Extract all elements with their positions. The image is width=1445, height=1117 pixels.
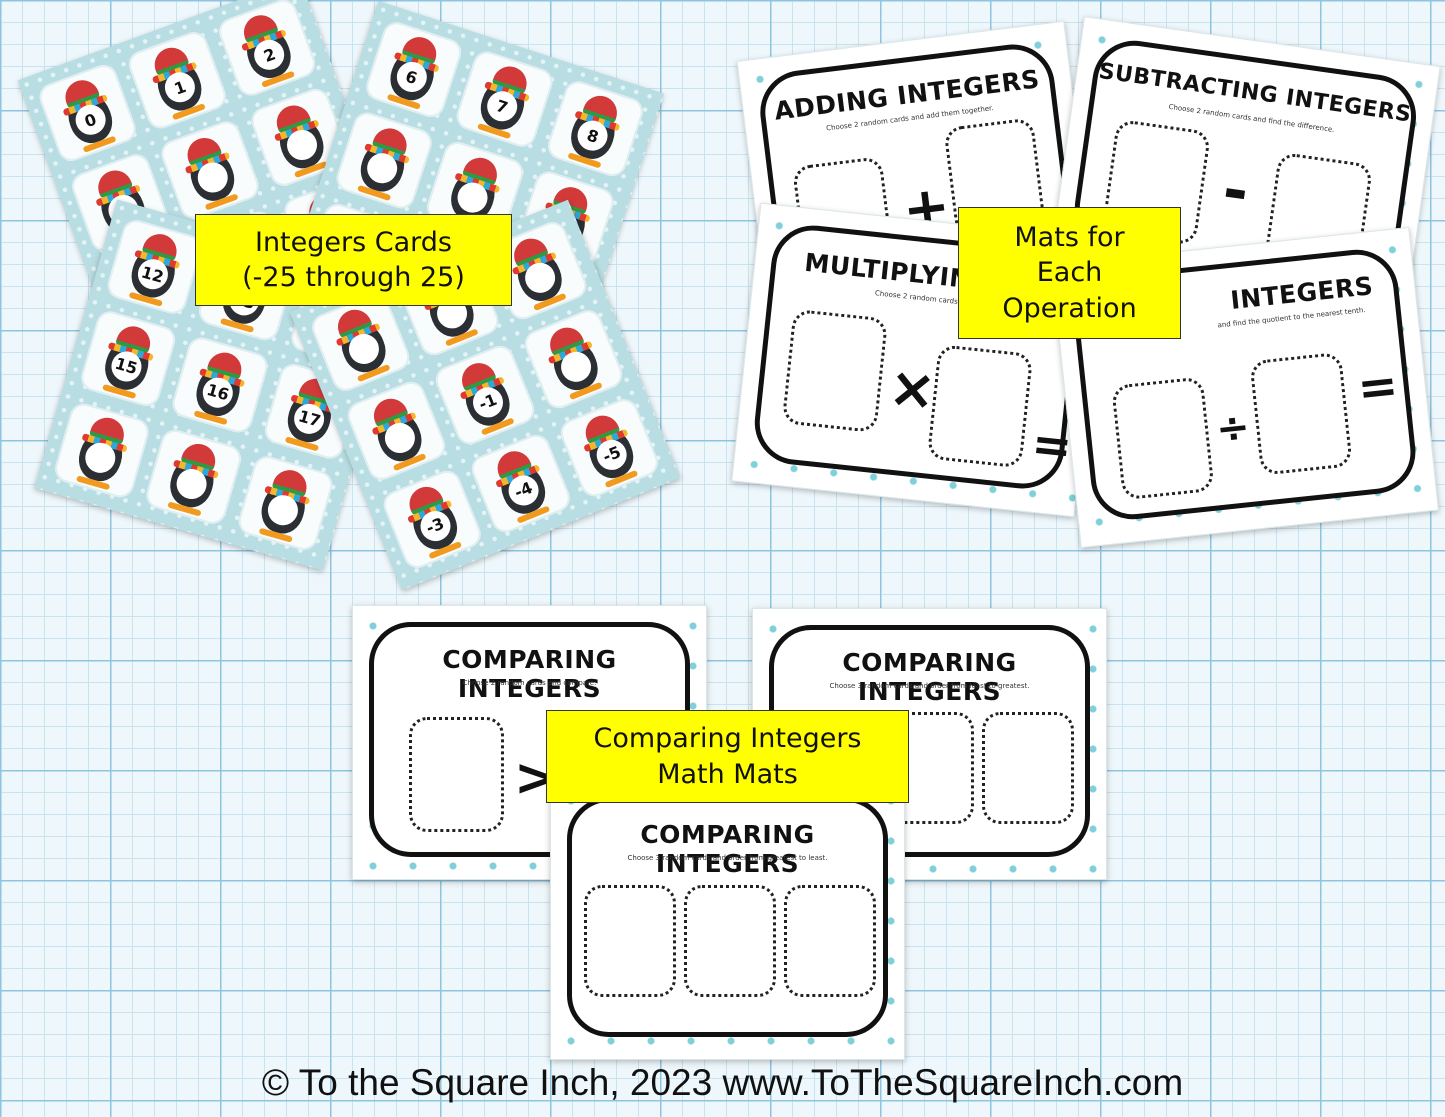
penguin-icon	[534, 317, 614, 404]
mats-label-line-2: Each	[1036, 257, 1103, 289]
integer-card	[51, 400, 153, 501]
cards-label: Integers Cards (-25 through 25)	[195, 214, 512, 306]
penguin-icon: 15	[90, 319, 165, 402]
penguin-icon: -4	[481, 442, 561, 529]
penguin-icon	[321, 301, 401, 388]
copyright-footer: © To the Square Inch, 2023 www.ToTheSqua…	[261, 1062, 1184, 1103]
card-slot	[409, 717, 504, 832]
integer-card: -4	[467, 430, 574, 537]
mats-label: Mats for Each Operation	[958, 207, 1181, 339]
penguin-icon: 1	[139, 39, 217, 125]
cards-label-line-2: (-25 through 25)	[242, 262, 465, 293]
integer-card: 16	[169, 334, 271, 436]
integer-card: 15	[78, 308, 179, 410]
card-slot	[684, 885, 776, 997]
integer-card	[235, 452, 336, 554]
card-slot	[1249, 351, 1353, 476]
penguin-icon	[345, 120, 422, 204]
integer-card: 6	[362, 18, 466, 122]
comparing-label-line-2: Math Mats	[657, 758, 798, 790]
minus-sign: -	[1218, 154, 1253, 228]
comparing-label-line-1: Comparing Integers	[593, 723, 862, 755]
penguin-icon: -1	[446, 353, 526, 440]
penguin-icon: 7	[466, 59, 543, 143]
integer-card: 0	[35, 60, 140, 166]
penguin-icon	[357, 389, 437, 476]
comparing-label: Comparing Integers Math Mats	[546, 710, 909, 803]
cards-label-line-1: Integers Cards	[254, 226, 452, 258]
integer-card: -3	[379, 466, 486, 573]
card-slot	[781, 308, 889, 434]
penguin-icon	[171, 129, 249, 215]
integer-card: 12	[104, 216, 205, 318]
mats-label-line-1: Mats for	[1014, 222, 1125, 254]
mat-frame: COMPARING INTEGERS Choose 3 random cards…	[567, 797, 888, 1037]
penguin-icon: 0	[49, 72, 127, 158]
integer-card: 1	[125, 28, 230, 133]
mat-title: COMPARING INTEGERS	[640, 820, 815, 878]
penguin-icon: 16	[182, 345, 257, 428]
penguin-icon	[247, 463, 322, 546]
penguin-icon: 12	[117, 227, 192, 310]
integer-card	[343, 377, 450, 484]
penguin-icon: 8	[556, 88, 633, 172]
mat-title: COMPARING INTEGERS	[842, 648, 1017, 706]
integer-card: -1	[432, 342, 538, 448]
mat-title: COMPARING INTEGERS	[442, 645, 617, 703]
card-slot	[584, 885, 676, 997]
integer-card: -5	[556, 394, 663, 501]
mats-label-line-3: Operation	[1002, 292, 1137, 324]
card-slot	[982, 712, 1074, 824]
mat-instructions: Choose 3 random cards and order from gre…	[627, 854, 828, 862]
card-slot	[926, 344, 1034, 469]
integer-card: 7	[453, 48, 556, 151]
card-slot	[784, 885, 876, 997]
penguin-icon: 2	[228, 7, 306, 93]
equals-sign: =	[1354, 357, 1401, 418]
mat-instructions: Choose 3 random cards and order from lea…	[829, 682, 1030, 690]
penguin-icon	[64, 410, 139, 493]
integer-card	[143, 426, 245, 527]
compare-greatest-mat: COMPARING INTEGERS Choose 3 random cards…	[550, 780, 905, 1060]
penguin-icon	[156, 437, 231, 520]
integer-card	[157, 117, 263, 223]
divide-sign: ÷	[1213, 403, 1253, 454]
mat-instructions: Choose 2 random cards and compare.	[462, 679, 597, 687]
penguin-icon: -3	[393, 477, 473, 564]
card-slot	[1111, 376, 1215, 501]
integer-card	[520, 306, 627, 413]
penguin-icon: -5	[570, 406, 650, 493]
integer-card	[333, 109, 436, 212]
penguin-icon: 6	[375, 29, 452, 113]
integer-card: 2	[214, 0, 320, 100]
integer-card: 8	[543, 77, 647, 181]
